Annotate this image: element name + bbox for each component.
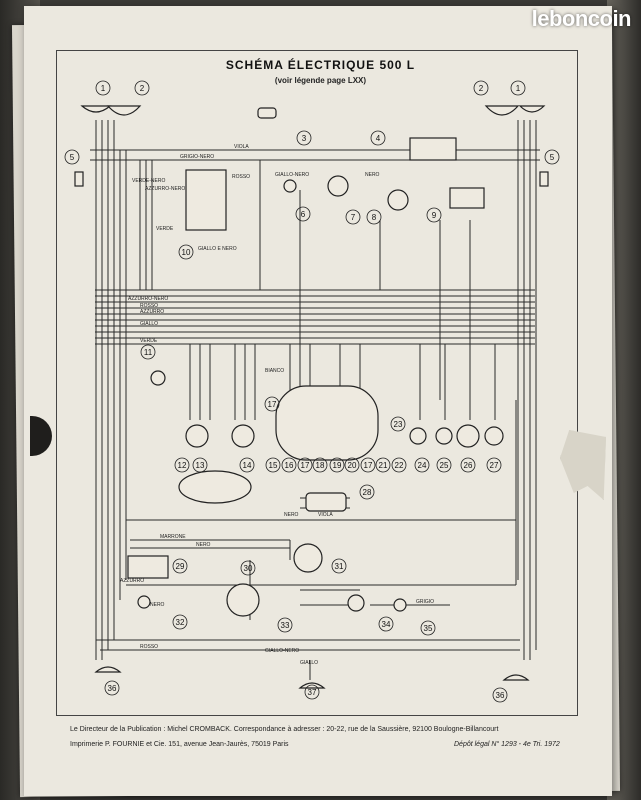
component-37: 37 <box>308 688 317 697</box>
wire-label-giallo-e-nero: GIALLO E NERO <box>198 246 237 252</box>
component-4: 4 <box>376 134 381 143</box>
component-20: 20 <box>348 461 357 470</box>
component-22: 22 <box>395 461 404 470</box>
wire-label-giallo-nero-low: GIALLO-NERO <box>265 648 299 654</box>
wire-label-grigio: GRIGIO <box>416 599 434 605</box>
wire-label-verde-mid: VERDE <box>140 338 158 344</box>
component-25: 25 <box>440 461 449 470</box>
component-18: 18 <box>316 461 325 470</box>
component-33: 33 <box>281 621 290 630</box>
wire-label-viola-top: VIOLA <box>234 144 249 150</box>
component-24: 24 <box>418 461 427 470</box>
page-subtitle: (voir légende page LXX) <box>274 76 367 85</box>
wire-label-nero-32: NERO <box>150 602 165 608</box>
wire-label-nero-top: NERO <box>365 172 380 178</box>
diagram-frame <box>56 50 578 716</box>
wire-label-rosso-top: ROSSO <box>232 174 250 180</box>
wire-label-rosso-mid: ROSSO <box>140 303 158 309</box>
wire-label-rosso-low: ROSSO <box>140 644 158 650</box>
wire-label-giallo-low: GIALLO <box>300 660 318 666</box>
component-28: 28 <box>363 488 372 497</box>
component-1-left: 1 <box>101 84 106 93</box>
component-17-b: 17 <box>364 461 373 470</box>
component-1-right: 1 <box>516 84 521 93</box>
component-17-top: 17 <box>268 400 277 409</box>
component-2-left: 2 <box>140 84 145 93</box>
wire-label-grigio-nero: GRIGIO-NERO <box>180 154 214 160</box>
component-27: 27 <box>490 461 499 470</box>
component-14: 14 <box>243 461 252 470</box>
wire-label-verde: VERDE <box>156 226 174 232</box>
component-7: 7 <box>351 213 356 222</box>
footer-depot: Dépôt légal N° 1293 - 4e Tri. 1972 <box>454 741 560 748</box>
component-32: 32 <box>176 618 185 627</box>
component-5-right: 5 <box>550 153 555 162</box>
component-13: 13 <box>196 461 205 470</box>
page-title: SCHÉMA ÉLECTRIQUE 500 L <box>225 58 416 72</box>
component-6: 6 <box>301 210 306 219</box>
component-2-right: 2 <box>479 84 484 93</box>
component-19: 19 <box>333 461 342 470</box>
component-30: 30 <box>244 564 253 573</box>
wire-label-marrone: MARRONE <box>160 534 186 540</box>
component-29: 29 <box>176 562 185 571</box>
footer-publication: Le Directeur de la Publication : Michel … <box>70 726 499 733</box>
component-17-a: 17 <box>301 461 310 470</box>
component-35: 35 <box>424 624 433 633</box>
component-11: 11 <box>144 348 153 357</box>
component-12: 12 <box>178 461 187 470</box>
component-10: 10 <box>182 248 191 257</box>
component-5-left: 5 <box>70 153 75 162</box>
component-3: 3 <box>302 134 307 143</box>
component-8: 8 <box>372 213 377 222</box>
component-23: 23 <box>394 420 403 429</box>
component-9: 9 <box>432 211 437 220</box>
component-34: 34 <box>382 620 391 629</box>
component-36-left: 36 <box>108 684 117 693</box>
wire-label-viola-28: VIOLA <box>318 512 333 518</box>
component-15: 15 <box>269 461 278 470</box>
component-31: 31 <box>335 562 344 571</box>
component-21: 21 <box>379 461 388 470</box>
component-26: 26 <box>464 461 473 470</box>
wire-label-azzurro-nero-top: AZZURRO-NERO <box>145 186 185 192</box>
wire-label-verde-nero: VERDE-NERO <box>132 178 165 184</box>
wire-label-nero-low: NERO <box>196 542 211 548</box>
wire-label-giallo-mid: GIALLO <box>140 321 158 327</box>
wire-label-giallo-nero-top: GIALLO-NERO <box>275 172 309 178</box>
component-16: 16 <box>285 461 294 470</box>
binding-hole <box>30 416 52 456</box>
component-36-right: 36 <box>496 691 505 700</box>
wire-label-azzurro-low: AZZURRO <box>120 578 144 584</box>
wire-label-nero-28: NERO <box>284 512 299 518</box>
wire-label-azzurro-mid: AZZURRO <box>140 309 164 315</box>
wire-label-bianco: BIANCO <box>265 368 284 374</box>
wire-label-azzurro-nero-mid: AZZURRO-NERO <box>128 296 168 302</box>
footer-printer: Imprimerie P. FOURNIE et Cie. 151, avenu… <box>70 741 289 748</box>
leboncoin-watermark: leboncoin <box>531 6 632 31</box>
